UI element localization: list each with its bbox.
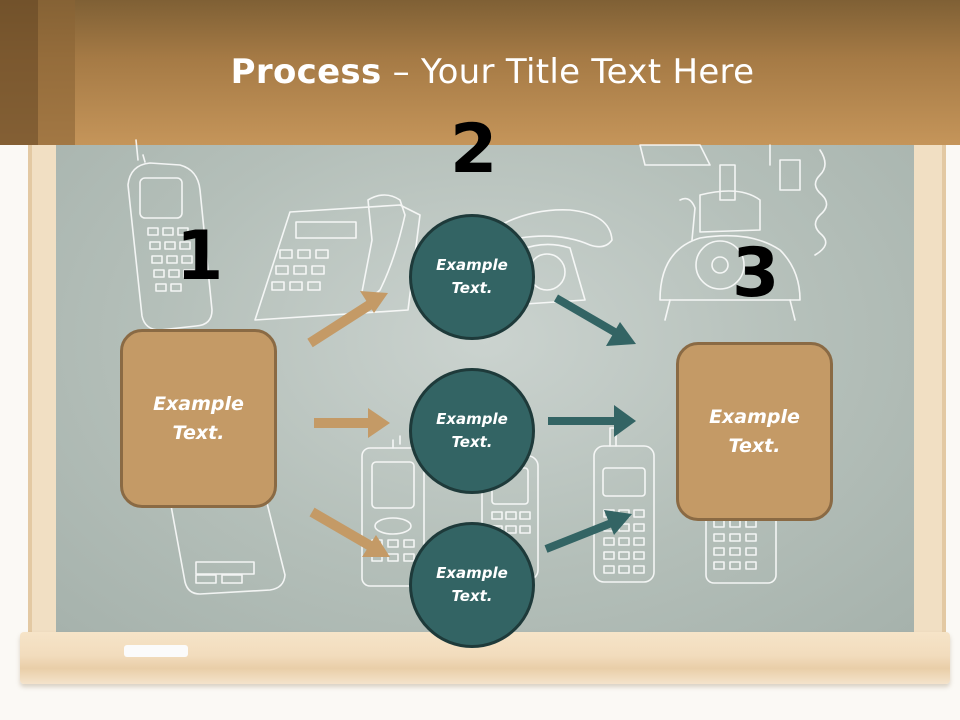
circle-top-line-2: Text. <box>451 279 493 297</box>
circle-top: Example Text. <box>409 214 535 340</box>
arrow-to-circle-2 <box>314 408 390 438</box>
left-box-line-1: Example <box>153 392 244 415</box>
arrow-from-circle-1 <box>553 294 636 346</box>
slide-title: Process – Your Title Text Here <box>0 52 960 92</box>
title-bold: Process <box>230 52 382 92</box>
circle-bottom-line-2: Text. <box>451 587 493 605</box>
banner-accent-light <box>38 0 75 145</box>
circle-bottom: Example Text. <box>409 522 535 648</box>
circle-middle-line-2: Text. <box>451 433 493 451</box>
right-box-line-1: Example <box>709 405 800 428</box>
circle-middle: Example Text. <box>409 368 535 494</box>
banner-accent-dark <box>0 0 38 145</box>
left-step-box: Example Text. <box>120 329 277 508</box>
right-step-box: Example Text. <box>676 342 833 521</box>
step-number-2: 2 <box>450 110 498 189</box>
arrow-from-circle-3 <box>544 510 632 553</box>
step-number-3: 3 <box>732 234 780 313</box>
arrow-from-circle-2 <box>548 405 636 437</box>
left-box-line-2: Text. <box>172 421 225 444</box>
arrow-to-circle-3 <box>309 507 390 557</box>
title-banner <box>0 0 960 145</box>
step-number-1: 1 <box>176 217 224 296</box>
circle-middle-line-1: Example <box>436 410 508 428</box>
arrow-to-circle-1 <box>307 291 388 348</box>
right-box-line-2: Text. <box>728 434 781 457</box>
title-rest: – Your Title Text Here <box>381 52 755 92</box>
chalk-piece <box>124 645 188 657</box>
circle-top-line-1: Example <box>436 256 508 274</box>
circle-bottom-line-1: Example <box>436 564 508 582</box>
